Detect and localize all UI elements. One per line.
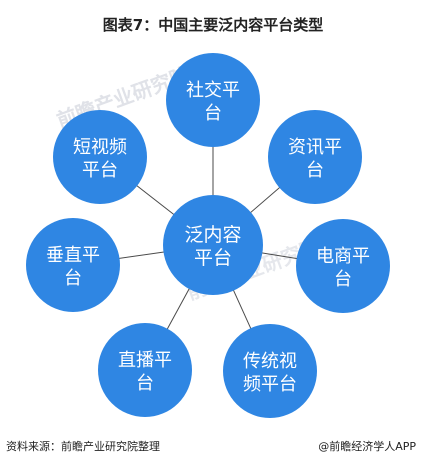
node-ecommerce: 电商平 台 (296, 219, 390, 313)
brand-credit: @前瞻经济学人APP (318, 440, 416, 453)
node-traditional-video: 传统视 频平台 (223, 324, 317, 418)
source-note: 资料来源：前瞻产业研究院整理 (6, 440, 160, 453)
node-social: 社交平 台 (166, 53, 260, 147)
node-label-line1: 短视频 (73, 137, 127, 158)
node-label-line1: 垂直平 (46, 245, 100, 266)
node-live-streaming: 直播平 台 (98, 323, 192, 417)
node-label-line2: 台 (204, 103, 222, 124)
node-label-line2: 台 (334, 269, 352, 290)
center-label-line1: 泛内容 (184, 224, 241, 246)
center-node: 泛内容 平台 (163, 195, 263, 295)
node-label-line2: 平台 (82, 160, 118, 181)
node-label-line1: 传统视 (243, 351, 297, 372)
figure-title: 图表7：中国主要泛内容平台类型 (102, 16, 324, 34)
node-label-line2: 台 (64, 268, 82, 289)
node-news: 资讯平 台 (268, 110, 362, 204)
node-label-line1: 电商平 (316, 246, 370, 267)
center-label-line2: 平台 (194, 247, 232, 269)
node-label-line1: 社交平 (186, 80, 240, 101)
node-label-line2: 频平台 (243, 374, 297, 395)
node-short-video: 短视频 平台 (53, 110, 147, 204)
node-vertical: 垂直平 台 (26, 218, 120, 312)
node-label-line1: 直播平 (118, 350, 172, 371)
node-label-line2: 台 (306, 160, 324, 181)
node-label-line2: 台 (136, 373, 154, 394)
node-label-line1: 资讯平 (288, 137, 342, 158)
